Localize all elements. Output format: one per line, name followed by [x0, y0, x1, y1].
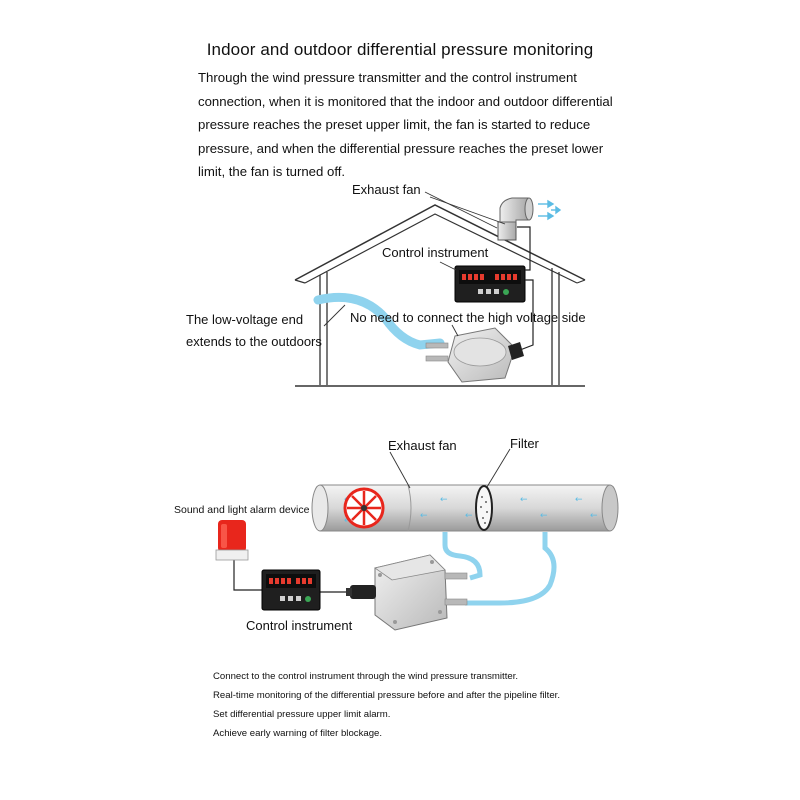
pipeline-filter	[475, 485, 493, 531]
note-item: Achieve early warning of filter blockage…	[213, 728, 383, 739]
low-side-tube	[465, 532, 557, 606]
description-line: Through the wind pressure transmitter an…	[198, 70, 577, 85]
description-line: limit, the fan is turned off.	[198, 164, 346, 179]
svg-text:←: ←	[575, 495, 583, 505]
pressure-transmitter-top	[425, 327, 524, 383]
note-item: Set differential pressure upper limit al…	[213, 709, 391, 720]
label-no-high-voltage: No need to connect the high voltage side	[350, 310, 586, 325]
label-control-instrument-top: Control instrument	[382, 245, 489, 260]
label-filter: Filter	[510, 436, 539, 451]
alarm-light	[215, 520, 249, 561]
description-paragraph: Through the wind pressure transmitter an…	[198, 66, 638, 184]
svg-text:←: ←	[540, 511, 548, 521]
description-line: pressure, and when the differential pres…	[198, 140, 604, 156]
svg-text:←: ←	[420, 511, 428, 521]
label-exhaust-fan-top: Exhaust fan	[352, 182, 421, 197]
svg-text:←: ←	[590, 511, 598, 521]
label-alarm-device: Sound and light alarm device	[174, 504, 310, 516]
label-control-instrument-bottom: Control instrument	[246, 618, 353, 633]
svg-text:←: ←	[465, 511, 473, 521]
notes-list: Connect to the control instrument throug…	[213, 667, 560, 743]
pressure-transmitter-bottom	[346, 554, 468, 631]
note-item: Real-time monitoring of the differential…	[213, 690, 560, 701]
label-low-voltage-1: The low-voltage end	[186, 312, 304, 327]
pipeline-exhaust-fan	[343, 487, 385, 529]
low-voltage-tube	[313, 292, 445, 350]
label-low-voltage-2: extends to the outdoors	[186, 334, 322, 349]
description-line: connection, when it is monitored that th…	[198, 93, 613, 109]
label-exhaust-fan-bottom: Exhaust fan	[388, 438, 457, 453]
svg-text:←: ←	[440, 495, 448, 505]
page-title: Indoor and outdoor differential pressure…	[206, 40, 594, 59]
note-item: Connect to the control instrument throug…	[213, 671, 519, 682]
control-instrument-top	[454, 265, 526, 303]
svg-text:←: ←	[520, 495, 528, 505]
svg-text:←: ←	[344, 516, 352, 526]
control-instrument-bottom	[261, 569, 321, 611]
description-line: pressure reaches the preset upper limit,…	[198, 117, 591, 132]
high-side-tube	[442, 532, 483, 581]
roof-exhaust-fan	[497, 197, 562, 241]
